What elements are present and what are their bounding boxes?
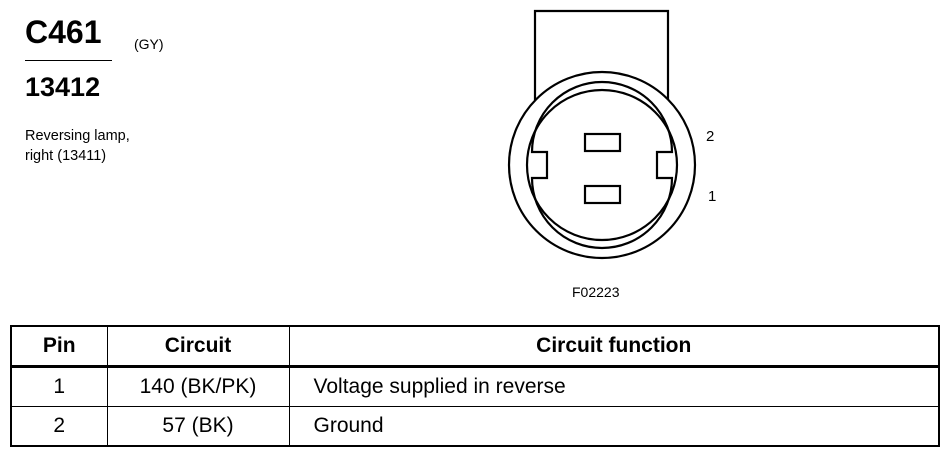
- cell-circuit-function: Voltage supplied in reverse: [288, 366, 940, 407]
- cell-pin: 1: [10, 366, 108, 407]
- connector-id-underline: [25, 60, 112, 61]
- connector-face-drawing: [507, 9, 697, 260]
- cell-circuit-function: Ground: [288, 406, 940, 447]
- header-circuit-function: Circuit function: [288, 325, 940, 367]
- connector-boot: [533, 9, 670, 100]
- connector-color-code: (GY): [134, 36, 164, 52]
- figure-code: F02223: [572, 284, 620, 300]
- pin-label-1: 1: [708, 188, 717, 205]
- cell-circuit: 140 (BK/PK): [106, 366, 290, 407]
- cell-pin: 2: [10, 406, 108, 447]
- connector-description: Reversing lamp, right (13411): [25, 126, 225, 166]
- header-pin: Pin: [10, 325, 108, 367]
- cell-circuit: 57 (BK): [106, 406, 290, 447]
- connector-id: C461: [25, 14, 102, 50]
- description-line-1: Reversing lamp,: [25, 128, 130, 144]
- pin-cavity-1: [583, 184, 622, 205]
- part-number: 13412: [25, 72, 101, 102]
- connector-inner-ring: [525, 88, 679, 242]
- connector-keyed-insert: [530, 80, 674, 250]
- header-circuit: Circuit: [106, 325, 290, 367]
- connector-outer-ring: [507, 70, 697, 260]
- pin-label-2: 2: [706, 128, 715, 145]
- table-row: 1 140 (BK/PK) Voltage supplied in revers…: [10, 366, 940, 407]
- pin-table: Pin Circuit Circuit function 1 140 (BK/P…: [10, 325, 940, 447]
- description-line-2: right (13411): [25, 148, 107, 164]
- pin-cavity-2: [583, 132, 622, 153]
- pin-table-header-row: Pin Circuit Circuit function: [10, 325, 940, 367]
- table-row: 2 57 (BK) Ground: [10, 406, 940, 447]
